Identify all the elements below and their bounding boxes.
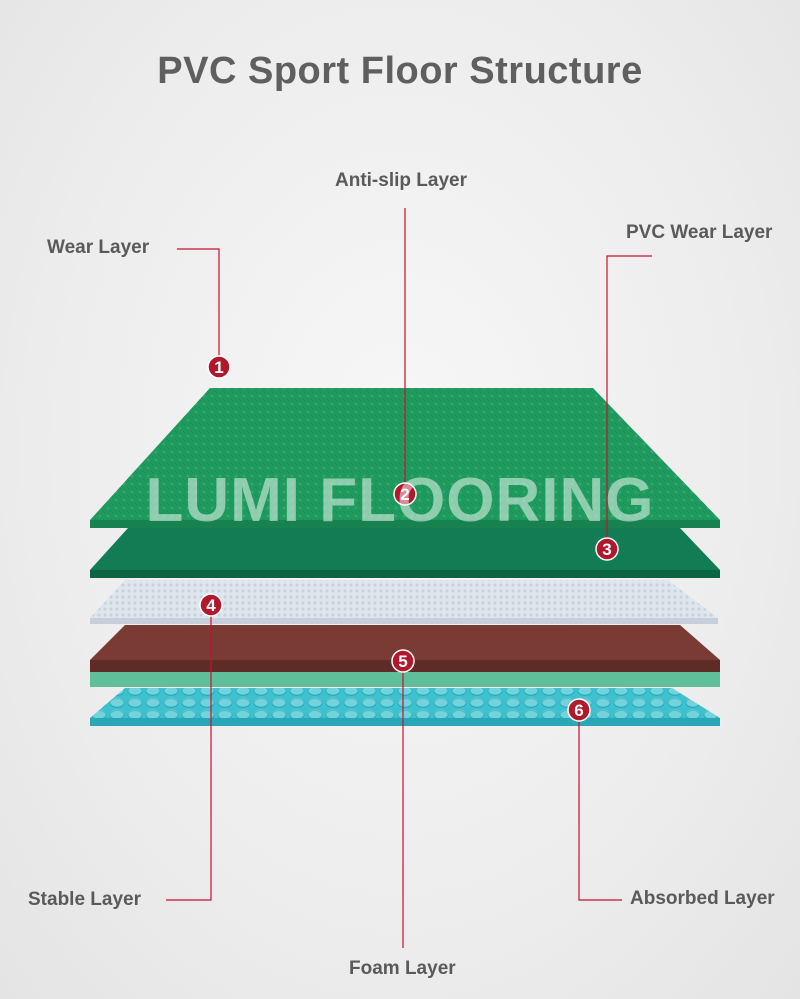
label-wear-layer: Wear Layer [47, 237, 150, 258]
svg-text:3: 3 [602, 540, 611, 559]
svg-text:5: 5 [398, 652, 407, 671]
svg-text:1: 1 [214, 358, 223, 377]
leader-lines [166, 208, 652, 948]
marker-1: 1 [207, 355, 231, 379]
label-stable-layer: Stable Layer [28, 889, 141, 910]
absorbed-layer-shape [90, 688, 720, 726]
marker-3: 3 [595, 537, 619, 561]
label-absorbed-layer: Absorbed Layer [630, 888, 775, 909]
stable-layer-shape [90, 580, 718, 624]
label-foam-layer: Foam Layer [349, 958, 456, 979]
label-pvc-wear-layer: PVC Wear Layer [626, 222, 773, 243]
leader-line-4 [166, 616, 212, 901]
label-anti-slip-layer: Anti-slip Layer [335, 170, 467, 191]
svg-text:6: 6 [574, 701, 583, 720]
marker-5: 5 [391, 649, 415, 673]
page-title: PVC Sport Floor Structure [157, 50, 643, 92]
leader-line-6 [578, 721, 622, 901]
leader-line-3 [606, 255, 652, 538]
marker-2: 2 [393, 482, 417, 506]
pvc-wear-layer-shape [90, 528, 720, 578]
svg-text:4: 4 [206, 596, 216, 615]
marker-4: 4 [199, 593, 223, 617]
leader-line-1 [177, 248, 220, 356]
svg-text:2: 2 [400, 485, 409, 504]
marker-6: 6 [567, 698, 591, 722]
